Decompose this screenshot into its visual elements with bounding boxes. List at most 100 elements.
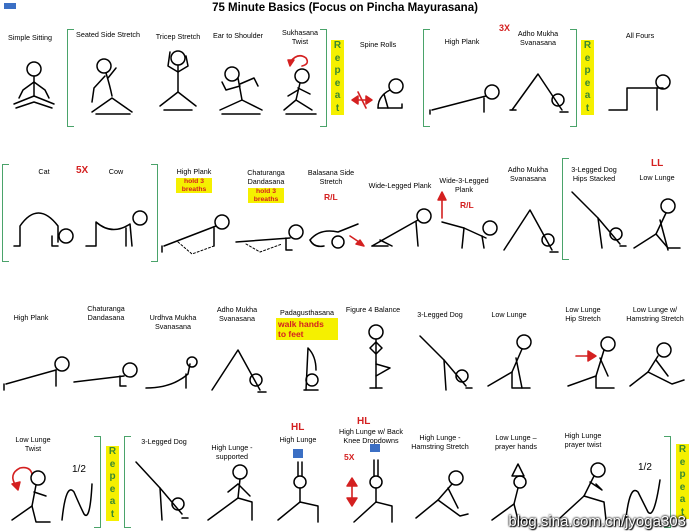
figure-all-fours (608, 74, 671, 111)
pose-label-tricep-stretch: Tricep Stretch (155, 32, 201, 41)
figure-ear-to-shoulder (219, 66, 263, 115)
half-note-1: 1/2 (72, 464, 86, 475)
repeat-count-5x-2: 5X (344, 452, 355, 462)
figure-cow (85, 210, 148, 247)
bracket-right-3 (151, 164, 158, 262)
blue-block-2 (370, 444, 380, 452)
pose-label-cow: Cow (108, 167, 124, 176)
figure-wave-1 (61, 483, 93, 521)
bracket-left-4 (562, 158, 569, 260)
bracket-right-1 (320, 29, 327, 127)
figure-urdhva-mukha (145, 356, 198, 389)
bracket-left-6 (124, 436, 131, 528)
page-title: 75 Minute Basics (Focus on Pincha Mayura… (212, 2, 478, 14)
pose-label-all-fours: All Fours (625, 31, 655, 40)
pose-label-high-lunge: High Lunge (279, 435, 317, 444)
pose-label-low-lunge-hamstring: Low Lunge w/Hamstring Stretch (626, 305, 684, 323)
figure-adho-mukha-2 (503, 209, 559, 253)
pose-label-high-plank: High Plank (444, 37, 480, 46)
ll-note: LL (651, 158, 664, 169)
figure-low-lunge-hamstring (629, 342, 685, 387)
pose-label-padagusthasana: Padagusthasana (280, 308, 334, 317)
pose-label-seated-side-stretch: Seated Side Stretch (76, 30, 140, 39)
bracket-left-3 (2, 164, 9, 262)
pose-label-low-lunge-prayer: Low Lunge –prayer hands (495, 433, 537, 451)
pose-label-spine-rolls: Spine Rolls (359, 40, 397, 49)
pose-label-low-lunge-2: Low Lunge (491, 310, 527, 319)
figure-chaturanga-1 (235, 224, 304, 253)
corner-mark (4, 3, 16, 9)
figure-high-lunge (277, 461, 319, 523)
figure-high-lunge-knee-drop (346, 459, 393, 523)
figure-wide-legged-plank (371, 208, 432, 247)
watermark: blog.sina.com.cn/jyoga303 (508, 513, 686, 530)
bracket-right-6 (664, 436, 671, 528)
pose-label-ear-to-shoulder: Ear to Shoulder (213, 31, 263, 40)
figure-high-lunge-supported (207, 464, 253, 521)
repeat-count-5x: 5X (76, 165, 89, 176)
hl-note-2: HL (357, 416, 371, 427)
figure-3-legged-dog-1 (419, 335, 473, 391)
bracket-right-5 (94, 436, 101, 528)
figure-high-lunge-hamstring (415, 470, 469, 519)
figure-chaturanga-2 (73, 362, 138, 387)
figure-sukhasana-twist (283, 54, 317, 115)
figure-adho-mukha-1 (509, 73, 569, 113)
figure-wave-2 (625, 479, 661, 519)
figure-padagusthasana (303, 347, 319, 391)
pose-label-simple-sitting: Simple Sitting (8, 33, 52, 42)
figure-high-plank-2 (161, 214, 230, 255)
figure-high-plank-1 (429, 84, 500, 115)
figure-balasana-side (309, 223, 365, 249)
figure-figure-4 (368, 324, 391, 389)
pose-label-cat: Cat (38, 167, 50, 176)
pose-label-wide-legged-plank: Wide-Legged Plank (368, 181, 432, 190)
figure-tricep-stretch (159, 50, 197, 111)
rl-note-2: R/L (460, 200, 474, 210)
pose-label-high-lunge-supported: High Lunge -supported (211, 443, 253, 461)
hl-note-1: HL (291, 422, 305, 433)
figure-wide-3-legged (437, 191, 498, 249)
figure-low-lunge-twist (11, 466, 51, 523)
pose-label-high-lunge-hamstring: High Lunge -Hamstring Stretch (411, 433, 469, 451)
repeat-count-3x: 3X (499, 23, 511, 33)
figure-high-plank-3 (3, 356, 70, 391)
figure-adho-mukha-3 (211, 349, 267, 393)
pose-label-high-plank-2: High Plank (176, 167, 212, 176)
figure-low-lunge-2 (487, 334, 532, 389)
blue-block-1 (293, 449, 303, 458)
rl-note-1: R/L (324, 192, 338, 202)
bracket-left-1 (67, 29, 74, 127)
figure-low-lunge-hip (567, 336, 616, 389)
figure-3-legged-dog-stacked (571, 191, 627, 249)
figure-low-lunge-1 (633, 198, 681, 251)
figure-seated-side-stretch (91, 58, 133, 115)
figure-low-lunge-prayer (491, 463, 537, 521)
bracket-right-2 (570, 29, 577, 127)
figure-cat (13, 212, 74, 247)
figure-high-lunge-prayer-twist (559, 462, 607, 521)
pose-label-figure-4: Figure 4 Balance (345, 305, 401, 314)
figure-3-legged-dog-2 (135, 461, 189, 521)
pose-label-low-lunge-1: Low Lunge (639, 173, 675, 182)
